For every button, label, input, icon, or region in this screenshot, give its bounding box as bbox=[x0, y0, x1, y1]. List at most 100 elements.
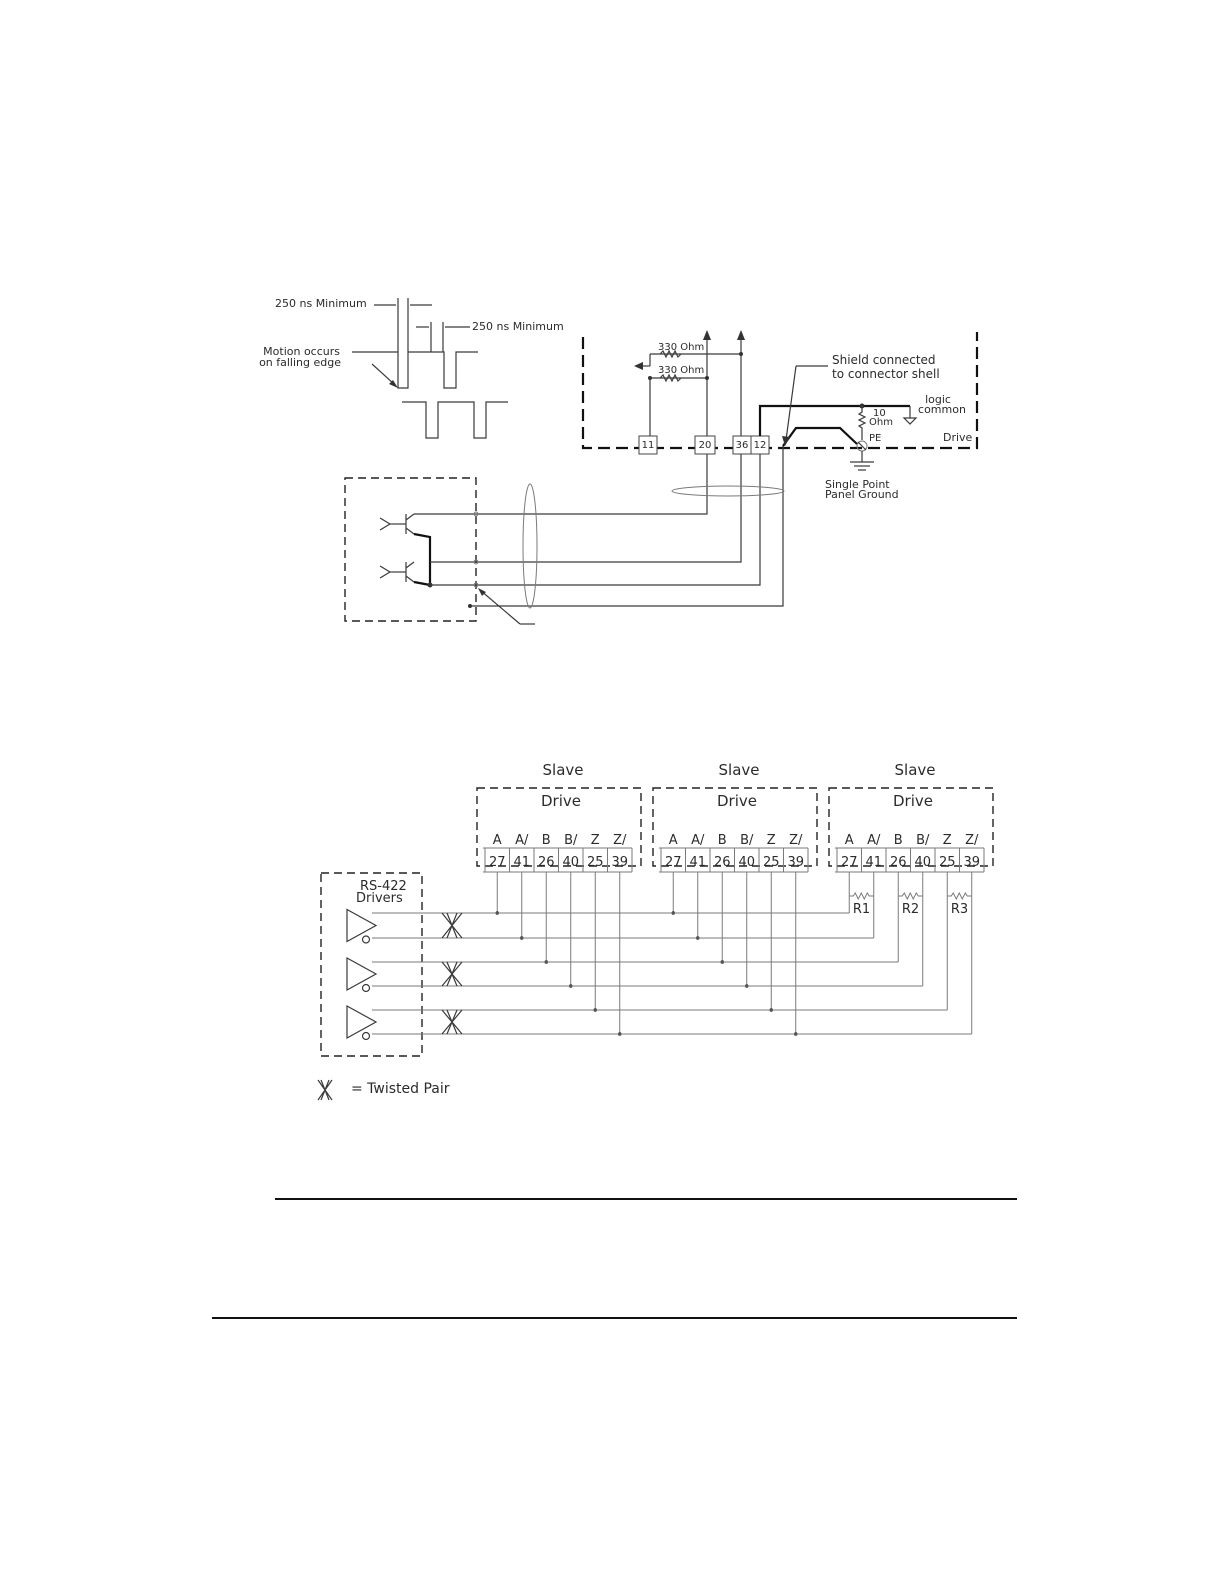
resistor1-label: 330 Ohm bbox=[658, 342, 704, 353]
drive-label: Drive bbox=[541, 792, 581, 810]
pulse-min-label: 250 ns Minimum bbox=[275, 297, 367, 310]
drive-label: Drive bbox=[893, 792, 933, 810]
supply-arrow-36 bbox=[737, 330, 745, 340]
emitter-common bbox=[413, 532, 432, 585]
shield-note-line1: Shield connected bbox=[832, 353, 936, 367]
twisted-pair-legend-icon bbox=[317, 1079, 333, 1101]
bus-wires bbox=[372, 872, 973, 1036]
signal-label: Z bbox=[591, 833, 600, 848]
termination-resistor bbox=[947, 891, 972, 901]
signal-label: B/ bbox=[564, 833, 578, 848]
ten-ohm-label-line1: 10 bbox=[873, 408, 886, 419]
slave-label: Slave bbox=[719, 761, 760, 779]
drive-enclosure bbox=[581, 332, 979, 450]
shield-to-pe bbox=[782, 426, 858, 447]
signal-label: Z/ bbox=[965, 833, 979, 848]
motion-note-line2: on falling edge bbox=[259, 356, 341, 369]
signal-label: B bbox=[542, 833, 551, 848]
output-transistor-1 bbox=[379, 513, 415, 535]
falling-edge-arrowhead bbox=[389, 380, 398, 388]
ten-ohm-resistor bbox=[857, 406, 867, 440]
inverter-bubble-icon bbox=[361, 935, 371, 944]
terminal-36-label: 36 bbox=[736, 440, 749, 451]
resistor2-zigzag bbox=[659, 373, 682, 383]
interface-wiring-diagram: 11 20 36 12 330 Ohm 330 Ohm bbox=[344, 330, 979, 625]
signal-label: Z bbox=[767, 833, 776, 848]
inverter-bubble-icon bbox=[361, 983, 371, 993]
resistor-label: R3 bbox=[951, 902, 968, 917]
signal-label: Z bbox=[943, 833, 952, 848]
twisted-pair-legend: = Twisted Pair bbox=[317, 1079, 450, 1101]
connector-pin-3 bbox=[473, 582, 479, 588]
termination-resistor bbox=[849, 891, 874, 901]
terminal-12-label: 12 bbox=[754, 440, 767, 451]
signal-label: Z/ bbox=[789, 833, 803, 848]
slave-label: Slave bbox=[895, 761, 936, 779]
pe-label: PE bbox=[869, 433, 881, 444]
signal-label: A/ bbox=[691, 833, 705, 848]
signal-label: A/ bbox=[515, 833, 529, 848]
shield-note-leader bbox=[785, 365, 797, 441]
inverter-bubble-icon bbox=[361, 1031, 371, 1041]
pin-number: 40 bbox=[914, 855, 931, 870]
pin-number: 27 bbox=[489, 855, 506, 870]
signal-label: B bbox=[894, 833, 903, 848]
wire-common-to-12 bbox=[430, 454, 761, 586]
pin-number: 41 bbox=[865, 855, 882, 870]
emitter2-link bbox=[413, 580, 431, 587]
line-driver-icon bbox=[346, 1004, 378, 1040]
connector-pin-2 bbox=[473, 559, 479, 565]
connector-shell-leader bbox=[479, 589, 521, 625]
twisted-pair-icon bbox=[441, 961, 463, 987]
twisted-pair-legend-text: = Twisted Pair bbox=[351, 1081, 450, 1097]
slave-drive-box bbox=[652, 787, 818, 867]
signal-label: B bbox=[718, 833, 727, 848]
pin-number: 39 bbox=[611, 855, 628, 870]
falling-edge-leader bbox=[371, 363, 395, 385]
node-r1-right bbox=[739, 352, 743, 356]
connector-shell-arrowhead bbox=[478, 588, 486, 596]
pin-number: 41 bbox=[513, 855, 530, 870]
drive-label: Drive bbox=[943, 431, 973, 444]
resistor1-zigzag bbox=[659, 349, 682, 359]
signal-label: Z/ bbox=[613, 833, 627, 848]
resistor-label: R2 bbox=[902, 902, 919, 917]
pin-number: 40 bbox=[738, 855, 755, 870]
pe-terminal-slash bbox=[857, 441, 867, 451]
signal-label: A bbox=[845, 833, 854, 848]
terminal-11 bbox=[638, 435, 658, 455]
drive-label: Drive bbox=[717, 792, 757, 810]
pin-number: 25 bbox=[939, 855, 956, 870]
rs422-drivers-line2: Drivers bbox=[356, 891, 403, 906]
logic-common-line2: common bbox=[918, 403, 966, 416]
terminal-20-label: 20 bbox=[699, 440, 712, 451]
timing-diagram: 250 ns Minimum 250 ns Minimum Motion occ… bbox=[259, 297, 564, 439]
termination-resistors: R1 R2 R3 bbox=[849, 891, 972, 917]
terminal-11-label: 11 bbox=[642, 440, 655, 451]
twisted-pair-icon bbox=[441, 1009, 463, 1035]
shield-node bbox=[468, 604, 472, 608]
signal-label: A bbox=[669, 833, 678, 848]
twisted-pair-symbols bbox=[441, 912, 463, 1035]
slave-drive-box bbox=[828, 787, 994, 867]
ten-ohm-label-line2: Ohm bbox=[869, 417, 893, 428]
driver-symbols bbox=[346, 908, 378, 1041]
output-transistor-2 bbox=[379, 561, 415, 583]
pin-number: 25 bbox=[587, 855, 604, 870]
supply-arrow-20 bbox=[703, 330, 711, 340]
pin-number: 39 bbox=[787, 855, 804, 870]
resistor-label: R1 bbox=[853, 902, 870, 917]
signal-label: A/ bbox=[867, 833, 881, 848]
termination-resistor bbox=[898, 891, 923, 901]
pin-number: 26 bbox=[714, 855, 731, 870]
output-arrow bbox=[634, 362, 643, 370]
gap-min-label: 250 ns Minimum bbox=[472, 320, 564, 333]
shield-note-line2: to connector shell bbox=[832, 367, 940, 381]
wire-shield bbox=[470, 446, 784, 607]
ground-label-line2: Panel Ground bbox=[825, 488, 899, 501]
signal-label: B/ bbox=[916, 833, 930, 848]
pin-number: 27 bbox=[841, 855, 858, 870]
